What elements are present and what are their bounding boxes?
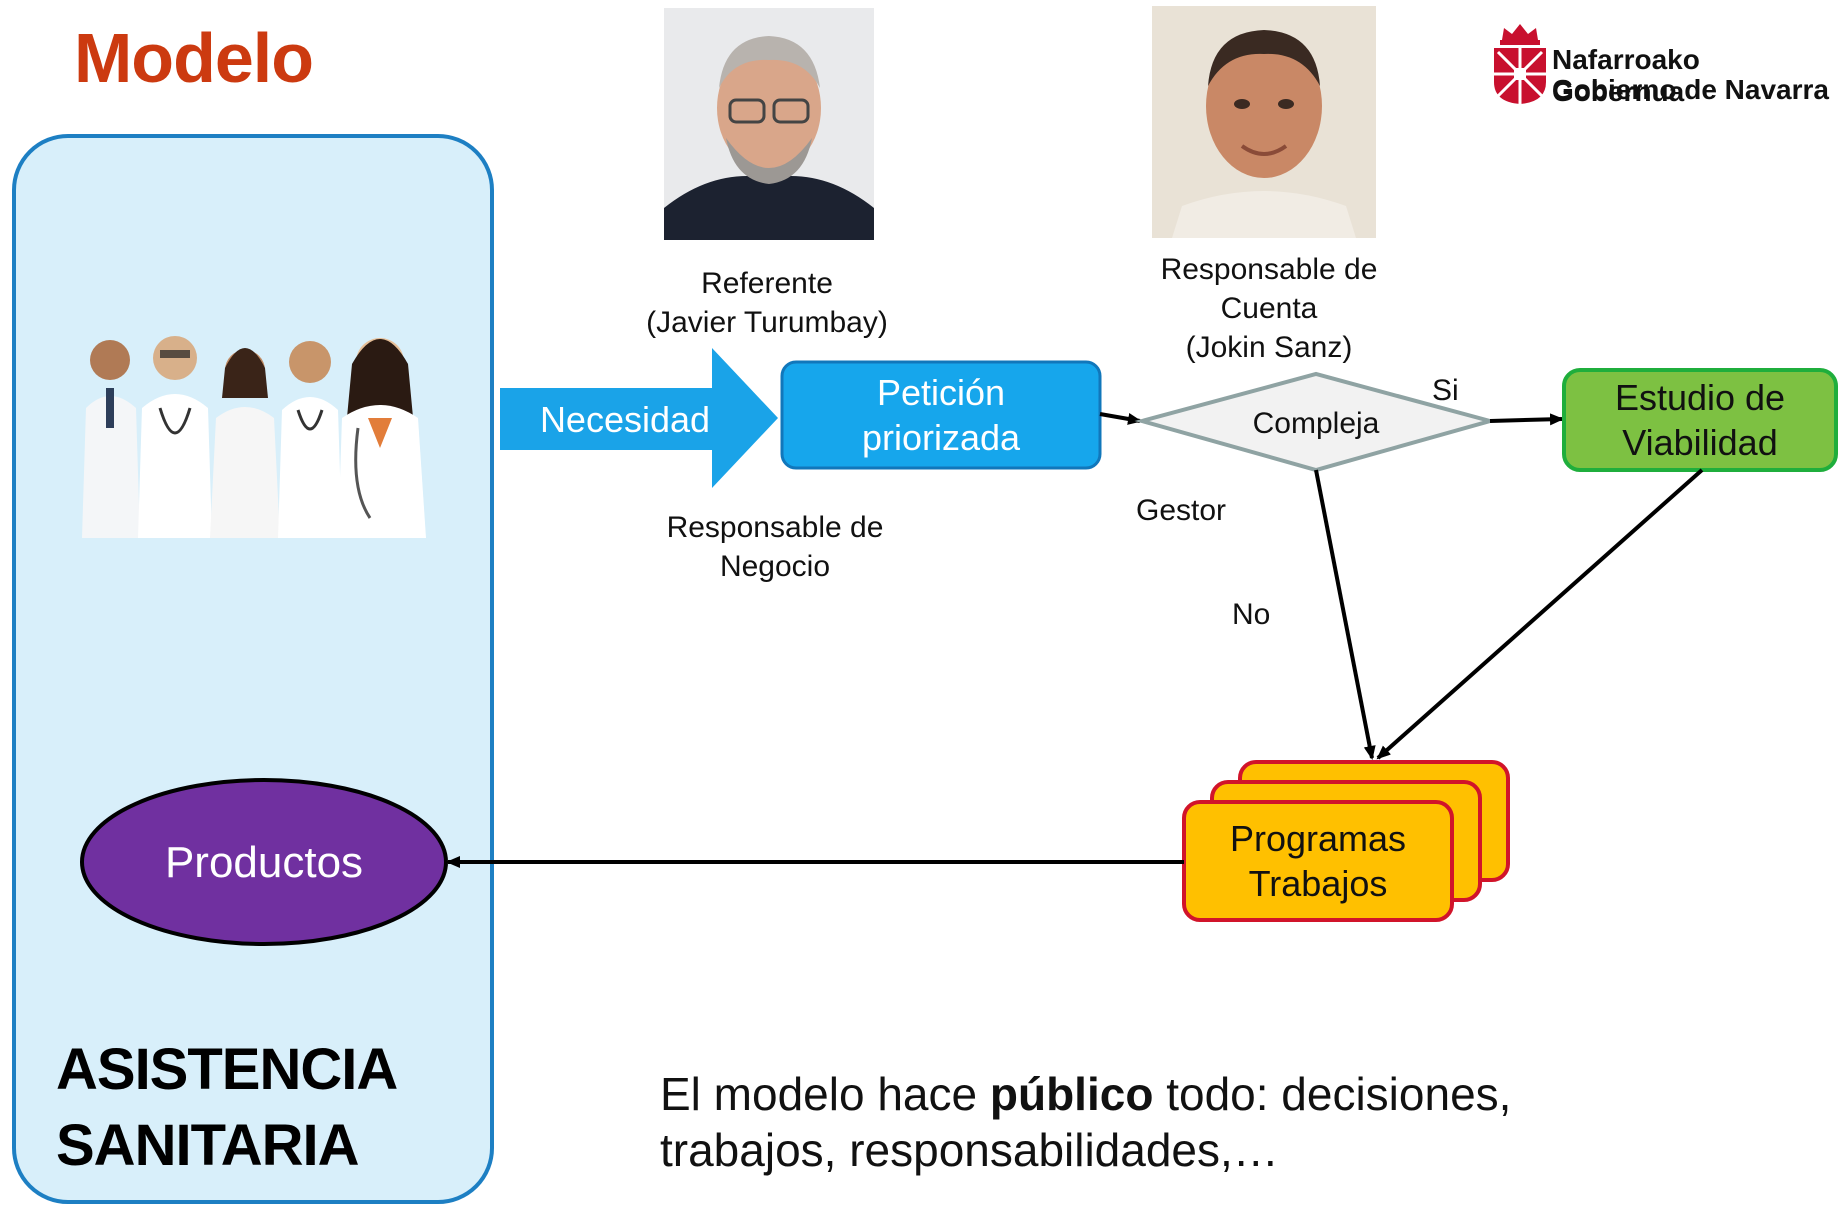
request-to-decision-connector [1099,412,1142,425]
yes-connector [1489,413,1564,426]
manager-label: Gestor [1136,494,1227,527]
account-line2: Cuenta [1220,292,1318,325]
study-line2: Viabilidad [1622,422,1778,463]
business-line1: Responsable de [666,511,884,544]
panel-title-line1: ASISTENCIA [56,1037,398,1102]
products-ellipse [80,778,448,946]
yes-label: Si [1432,374,1459,407]
need-arrow [500,348,778,488]
account-manager-photo [1152,6,1376,238]
footnote-part1: El modelo hace [660,1068,990,1120]
programs-line2: Trabajos [1248,863,1388,904]
feasibility-study-label: Estudio de Viabilidad [1564,370,1836,470]
panel-title: ASISTENCIA SANITARIA [56,1032,398,1184]
no-label: No [1232,598,1271,631]
business-line2: Negocio [719,550,831,583]
study-to-programs-connector [1376,468,1704,760]
coat-of-arms-icon [1494,24,1546,104]
decision-label: Compleja [1252,406,1380,440]
request-line2: priorizada [861,417,1021,458]
account-name: (Jokin Sanz) [1185,331,1353,364]
prioritized-request-label: Petición priorizada [782,362,1100,468]
programs-line1: Programas [1229,818,1407,859]
account-manager-caption: Responsable de Cuenta (Jokin Sanz) [1112,250,1426,367]
account-line1: Responsable de [1160,253,1378,286]
business-owner-caption: Responsable de Negocio [610,508,940,586]
healthcare-panel [12,134,494,1204]
government-logo: Nafarroako Gobernua Gobierno de Navarra [1490,18,1834,108]
footnote-part2: todo: decisiones, [1153,1068,1512,1120]
referent-photo [664,8,874,240]
referent-role: Referente [701,267,833,300]
referent-name: (Javier Turumbay) [646,306,888,339]
logo-line2: Gobierno de Navarra [1552,74,1829,105]
page-title: Modelo [74,19,314,97]
footnote: El modelo hace público todo: decisiones,… [660,1066,1511,1178]
referent-caption: Referente (Javier Turumbay) [606,264,928,342]
medical-staff-photo [80,318,460,538]
no-connector [1314,469,1376,760]
programs-label: Programas Trabajos [1184,802,1452,920]
panel-title-line2: SANITARIA [56,1113,359,1178]
request-line1: Petición [876,372,1006,413]
study-line1: Estudio de [1614,377,1786,418]
products-label: Productos [164,837,364,887]
need-label: Necesidad [539,398,711,440]
footnote-line2: trabajos, responsabilidades,… [660,1124,1279,1176]
footnote-line1: El modelo hace público todo: decisiones, [660,1066,1511,1122]
logo-line1: Nafarroako Gobernua [1552,44,1700,107]
footnote-bold: público [989,1068,1154,1120]
